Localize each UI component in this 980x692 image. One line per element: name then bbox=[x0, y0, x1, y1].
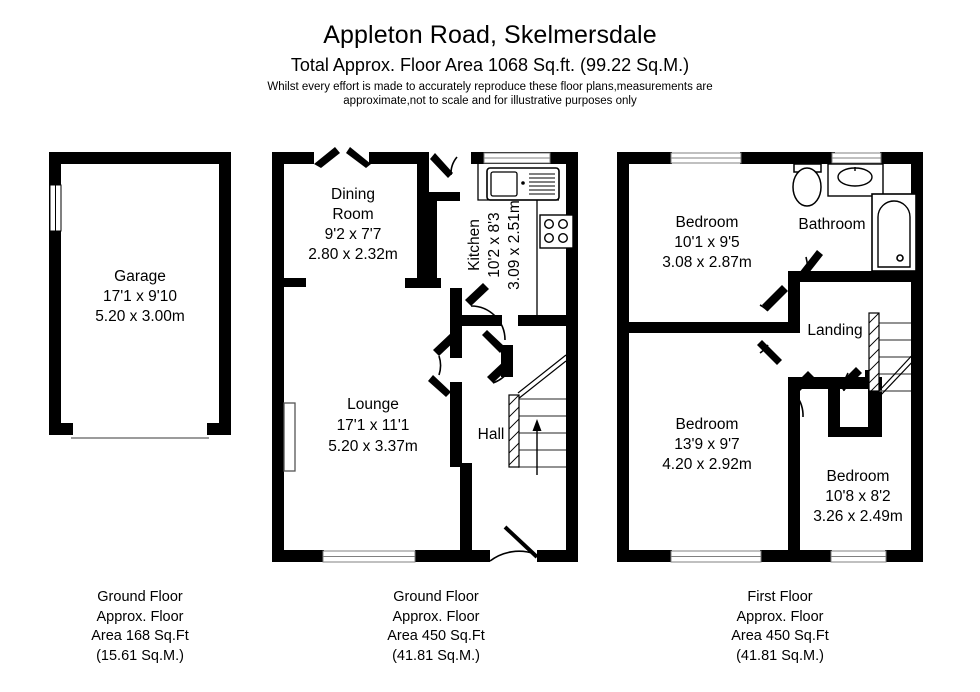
first-floor-plan-svg: Bedroom 10'1 x 9'5 3.08 x 2.87m Bathroom… bbox=[617, 152, 923, 563]
disclaimer-line-2: approximate,not to scale and for illustr… bbox=[343, 95, 637, 107]
ground-floor-plan-svg: Dining Room 9'2 x 7'7 2.80 x 2.32m Kitch… bbox=[272, 147, 578, 563]
first-floor-walls bbox=[617, 152, 923, 562]
bathroom-label: Bathroom bbox=[798, 216, 865, 233]
dining-room-dim-metric: 2.80 x 2.32m bbox=[308, 246, 398, 263]
header: Appleton Road, Skelmersdale Total Approx… bbox=[0, 0, 980, 108]
garage-plan: Garage 17'1 x 9'10 5.20 x 3.00m bbox=[40, 145, 250, 455]
dining-room-label-line1: Dining bbox=[331, 186, 375, 203]
bedroom-2-label-group: Bedroom 13'9 x 9'7 4.20 x 2.92m bbox=[662, 416, 752, 473]
bedroom1-door-arc bbox=[759, 304, 769, 312]
dining-room-label-line2: Room bbox=[332, 206, 373, 223]
dining-room-dim-imperial: 9'2 x 7'7 bbox=[325, 226, 382, 243]
lounge-door-arc bbox=[438, 355, 442, 376]
kitchen-label: Kitchen bbox=[466, 219, 483, 271]
ground-caption-line-4: (41.81 Sq.M.) bbox=[392, 647, 480, 664]
bathroom-label-group: Bathroom bbox=[798, 216, 865, 233]
garage-label: Garage bbox=[114, 268, 166, 285]
bedroom-1-label: Bedroom bbox=[676, 214, 739, 231]
hall-door-arc bbox=[492, 366, 512, 384]
bedroom-1-dim-imperial: 10'1 x 9'5 bbox=[674, 234, 739, 251]
hall-label: Hall bbox=[478, 426, 505, 443]
bedroom-2-label: Bedroom bbox=[676, 416, 739, 433]
bedroom-2-dim-imperial: 13'9 x 9'7 bbox=[674, 436, 739, 453]
kitchen-door-arc bbox=[470, 305, 506, 341]
lounge-label-group: Lounge 17'1 x 11'1 5.20 x 3.37m bbox=[328, 396, 418, 455]
kitchen-dim-metric: 3.09 x 2.51m bbox=[506, 200, 523, 290]
lounge-label: Lounge bbox=[347, 396, 399, 413]
lounge-dim-metric: 5.20 x 3.37m bbox=[328, 438, 418, 455]
first-caption-line-1: First Floor bbox=[747, 589, 813, 605]
stairs-up-arrow-icon bbox=[532, 419, 542, 475]
ground-caption-line-1: Ground Floor bbox=[393, 589, 479, 605]
first-floor-windows bbox=[670, 152, 887, 563]
bedroom2-door-arc bbox=[759, 344, 769, 354]
garage-caption-line-1: Ground Floor bbox=[97, 589, 183, 605]
first-caption-line-4: (41.81 Sq.M.) bbox=[736, 647, 824, 664]
garage-room-label: Garage 17'1 x 9'10 5.20 x 3.00m bbox=[95, 268, 185, 325]
bedroom3-door-arc bbox=[843, 372, 849, 392]
bedroom-3-dim-metric: 3.26 x 2.49m bbox=[813, 508, 903, 525]
kitchen-dim-imperial: 10'2 x 8'3 bbox=[486, 212, 503, 277]
bedroom2-landing-door-arc bbox=[795, 394, 804, 418]
disclaimer: Whilst every effort is made to accuratel… bbox=[0, 80, 980, 108]
garage-dim-metric: 5.20 x 3.00m bbox=[95, 308, 185, 325]
bedroom-1-label-group: Bedroom 10'1 x 9'5 3.08 x 2.87m bbox=[662, 214, 752, 271]
bedroom-1-dim-metric: 3.08 x 2.87m bbox=[662, 254, 752, 271]
landing-staircase-icon bbox=[868, 312, 918, 398]
first-caption-line-3: Area 450 Sq.Ft bbox=[731, 628, 829, 644]
stair-stringer bbox=[508, 394, 520, 468]
front-door-arc bbox=[489, 550, 536, 562]
first-caption-line-2: Approx. Floor bbox=[736, 608, 824, 625]
disclaimer-line-1: Whilst every effort is made to accuratel… bbox=[267, 81, 713, 93]
bedroom-2-dim-metric: 4.20 x 2.92m bbox=[662, 456, 752, 473]
kitchen-counter bbox=[477, 164, 559, 315]
kitchen-hob-icon bbox=[539, 214, 574, 249]
basin-icon bbox=[827, 163, 884, 197]
garage-plan-svg: Garage 17'1 x 9'10 5.20 x 3.00m bbox=[49, 152, 231, 439]
dining-room-label-group: Dining Room 9'2 x 7'7 2.80 x 2.32m bbox=[308, 186, 398, 263]
first-floor-caption: First Floor Approx. Floor Area 450 Sq.Ft… bbox=[650, 588, 910, 666]
kitchen-label-group: Kitchen 10'2 x 8'3 3.09 x 2.51m bbox=[466, 200, 523, 290]
landing-label-group: Landing bbox=[807, 322, 862, 339]
garage-dim-imperial: 17'1 x 9'10 bbox=[103, 288, 177, 305]
garage-caption-line-4: (15.61 Sq.M.) bbox=[96, 647, 184, 664]
lounge-dim-imperial: 17'1 x 11'1 bbox=[337, 417, 410, 434]
first-floor-plan: Bedroom 10'1 x 9'5 3.08 x 2.87m Bathroom… bbox=[610, 145, 930, 570]
front-door-leaf bbox=[503, 525, 539, 559]
bathroom-door-arc bbox=[804, 256, 809, 279]
ground-floor-caption: Ground Floor Approx. Floor Area 450 Sq.F… bbox=[306, 588, 566, 666]
first-floor-doors bbox=[759, 256, 849, 418]
landing-label: Landing bbox=[807, 322, 862, 339]
bedroom-3-label: Bedroom bbox=[827, 468, 890, 485]
ground-floor-windows bbox=[283, 152, 551, 563]
garage-caption-line-3: Area 168 Sq.Ft bbox=[91, 628, 189, 644]
garage-caption: Ground Floor Approx. Floor Area 168 Sq.F… bbox=[10, 588, 270, 666]
staircase-icon bbox=[508, 354, 567, 475]
bedroom-3-dim-imperial: 10'8 x 8'2 bbox=[825, 488, 890, 505]
bathtub-icon bbox=[871, 193, 917, 272]
dining-door-arc bbox=[450, 156, 458, 176]
landing-stair-stringer bbox=[868, 312, 880, 394]
kitchen-sink-icon bbox=[486, 167, 560, 201]
bedroom-3-label-group: Bedroom 10'8 x 8'2 3.26 x 2.49m bbox=[813, 468, 903, 525]
ground-caption-line-2: Approx. Floor bbox=[392, 608, 480, 625]
toilet-icon bbox=[792, 163, 822, 207]
ground-floor-plan: Dining Room 9'2 x 7'7 2.80 x 2.32m Kitch… bbox=[265, 145, 585, 570]
ground-caption-line-3: Area 450 Sq.Ft bbox=[387, 628, 485, 644]
total-area-subtitle: Total Approx. Floor Area 1068 Sq.ft. (99… bbox=[290, 55, 690, 75]
hall-label-group: Hall bbox=[478, 426, 505, 443]
ground-floor-walls bbox=[272, 147, 578, 562]
garage-window bbox=[49, 184, 62, 232]
page-title: Appleton Road, Skelmersdale bbox=[323, 21, 657, 49]
garage-caption-line-2: Approx. Floor bbox=[96, 608, 184, 625]
